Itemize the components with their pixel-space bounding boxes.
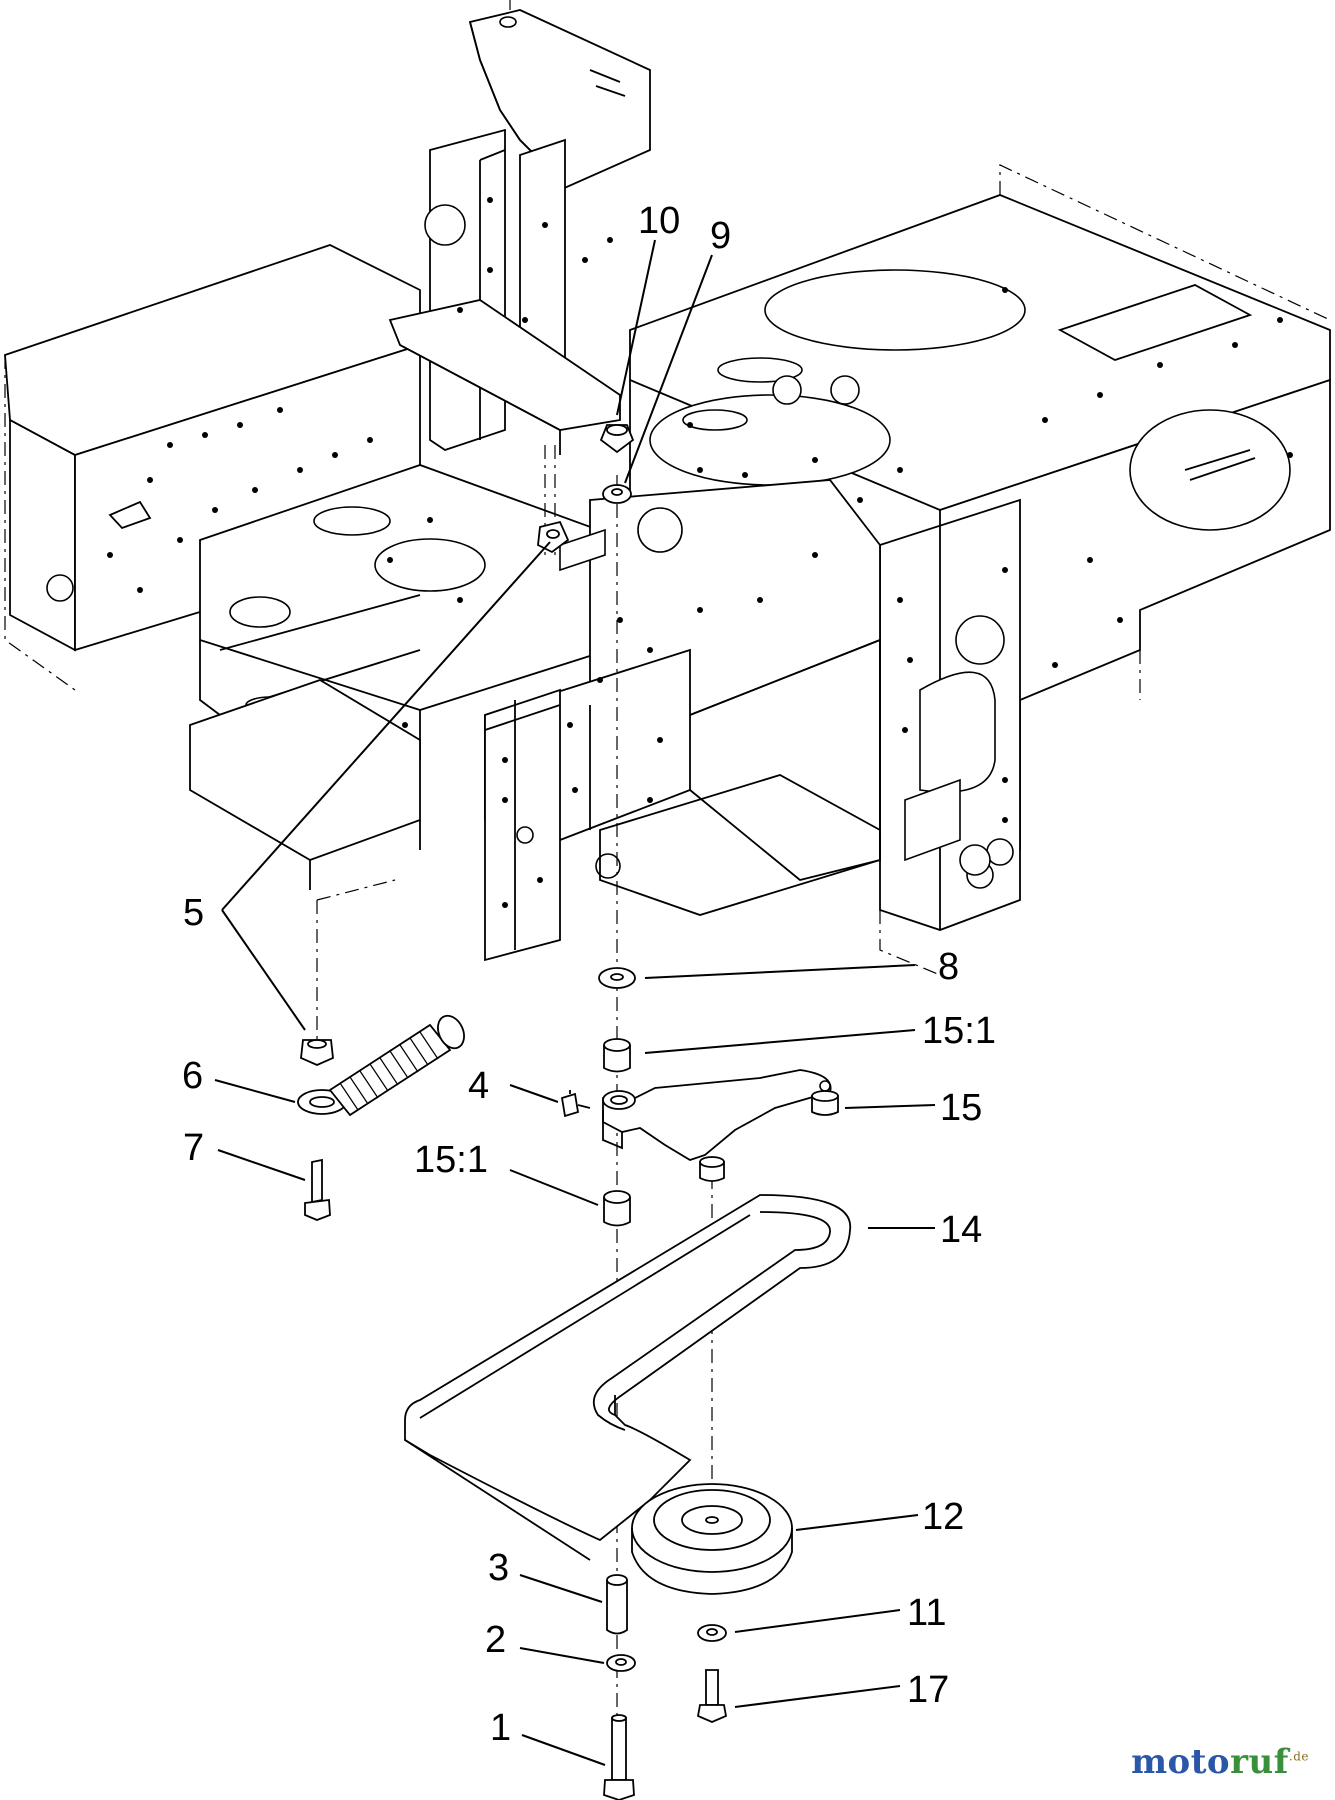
callout-4: 4	[468, 1065, 489, 1107]
callout-15-1-bottom: 15:1	[414, 1139, 488, 1181]
part-10-nut	[599, 424, 635, 454]
callout-14: 14	[940, 1209, 982, 1251]
part-3-spacer	[606, 1574, 628, 1635]
part-11-washer	[697, 1624, 727, 1642]
callout-3: 3	[488, 1547, 509, 1589]
part-9-washer	[602, 484, 632, 504]
callout-10: 10	[638, 200, 680, 242]
callout-2: 2	[485, 1619, 506, 1661]
callout-9: 9	[710, 215, 731, 257]
watermark-suffix: .de	[1288, 1749, 1309, 1764]
callout-1: 1	[490, 1707, 511, 1749]
callout-15: 15	[940, 1087, 982, 1129]
frame-holes	[107, 197, 1293, 908]
part-5-nut-lower	[300, 1039, 334, 1066]
callouts: 10 9 5 8 15:1 6 4 15 7 15:1 14 12 3 11 2…	[182, 200, 996, 1749]
part-2-washer	[606, 1654, 636, 1672]
part-15-1-bushing-top	[603, 1038, 631, 1073]
part-6-spring	[297, 1014, 465, 1117]
part-1-bolt	[603, 1714, 635, 1800]
part-5-nut-upper	[537, 520, 570, 554]
callout-11: 11	[907, 1592, 946, 1634]
callout-8: 8	[938, 946, 959, 988]
part-15-1-bushing-bottom	[603, 1190, 631, 1227]
frame-assembly	[4, 0, 1331, 976]
part-14-belt	[404, 1194, 851, 1561]
part-8-washer	[598, 967, 636, 989]
watermark-logo: motoruf.de	[1131, 1742, 1309, 1782]
callout-6: 6	[182, 1055, 203, 1097]
watermark-part1: moto	[1131, 1742, 1231, 1782]
part-12-pulley	[631, 1483, 793, 1595]
part-4-grease-fitting	[560, 1090, 591, 1118]
part-7-bolt	[304, 1158, 331, 1221]
part-15-idler-arm	[602, 1069, 839, 1182]
callout-15-1-top: 15:1	[922, 1010, 996, 1052]
part-17-bolt	[696, 1669, 728, 1723]
leader-lines	[214, 239, 936, 1766]
callout-12: 12	[922, 1496, 964, 1538]
callout-7: 7	[183, 1127, 204, 1169]
watermark-part2: ruf	[1230, 1742, 1289, 1782]
callout-17: 17	[907, 1669, 949, 1711]
callout-5: 5	[183, 892, 204, 934]
